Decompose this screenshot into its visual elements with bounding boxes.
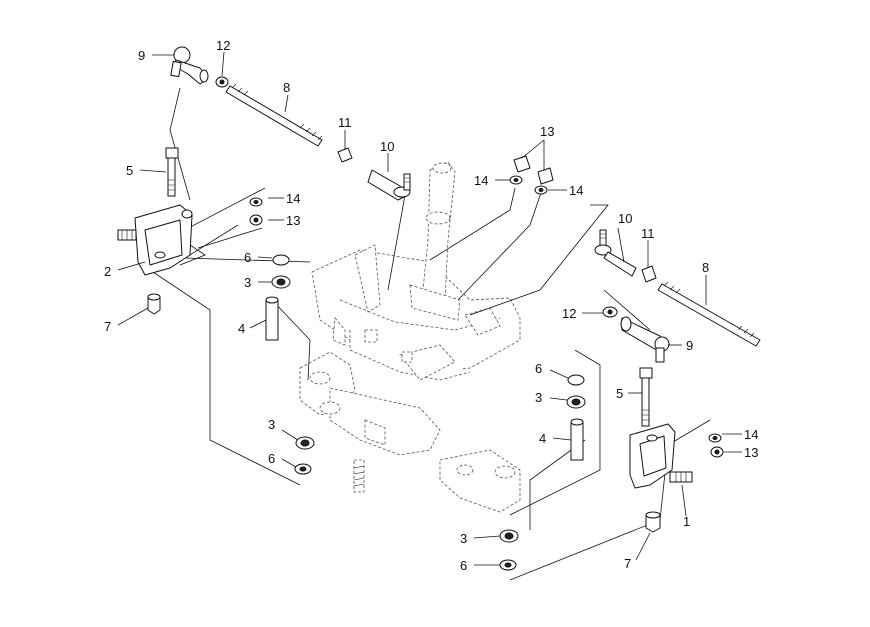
washer-14-left xyxy=(249,197,263,207)
callout-3-left-upper: 3 xyxy=(244,275,251,290)
tie-rod-left xyxy=(170,46,411,201)
callout-8-top-left: 8 xyxy=(283,80,290,95)
lock-nut-11-left xyxy=(337,147,353,163)
arm-bracket-2 xyxy=(117,204,193,276)
callout-2: 2 xyxy=(104,264,111,279)
callout-leaders xyxy=(117,51,742,566)
callout-5-right: 5 xyxy=(616,386,623,401)
lock-nut-11-right xyxy=(641,265,657,283)
callout-4-right: 4 xyxy=(539,431,546,446)
callout-3-left-lower: 3 xyxy=(268,417,275,432)
callout-12-right: 12 xyxy=(562,306,576,321)
callout-11-top-left: 11 xyxy=(338,115,352,130)
washer-6-left-upper xyxy=(272,254,290,266)
callout-8-right: 8 xyxy=(702,260,709,275)
nut-13-center-b xyxy=(537,167,554,185)
callout-labels: 9 12 8 11 10 5 14 13 2 6 3 7 4 3 6 13 14… xyxy=(104,38,758,573)
bearing-3-right-lower xyxy=(499,529,519,543)
tie-rod-right xyxy=(594,229,761,363)
callout-14-left: 14 xyxy=(286,191,300,206)
callout-14-center-right: 14 xyxy=(569,183,583,198)
bearing-3-right-upper xyxy=(566,395,586,409)
bearing-3-left-lower xyxy=(295,436,315,450)
grease-fitting-7-right xyxy=(645,511,661,533)
arm-bracket-1 xyxy=(629,423,693,489)
axle-frame-outline xyxy=(299,161,521,513)
rod-end-10-left xyxy=(367,169,411,201)
rod-end-10-right xyxy=(594,229,637,277)
callout-6-right-lower: 6 xyxy=(460,558,467,573)
washer-6-right-lower xyxy=(499,559,517,571)
steering-arm-left xyxy=(117,147,193,315)
washer-6-left-lower xyxy=(294,463,312,475)
washer-14-right xyxy=(708,433,722,443)
tie-rod-8-right xyxy=(657,281,761,347)
callout-10-right: 10 xyxy=(618,211,632,226)
callout-13-center: 13 xyxy=(540,124,554,139)
callout-3-right-lower: 3 xyxy=(460,531,467,546)
callout-13-left: 13 xyxy=(286,213,300,228)
nut-13-left xyxy=(249,214,263,226)
lock-nut-12-left xyxy=(215,76,229,88)
ball-joint-9-right xyxy=(620,316,670,363)
callout-6-right-upper: 6 xyxy=(535,361,542,376)
callout-9-right: 9 xyxy=(686,338,693,353)
steering-arm-right xyxy=(629,367,693,533)
callout-4-left: 4 xyxy=(238,321,245,336)
callout-13-right: 13 xyxy=(744,445,758,460)
callout-9-top-left: 9 xyxy=(138,48,145,63)
tie-rod-8-left xyxy=(225,83,323,147)
bolt-5-left xyxy=(165,147,179,197)
lock-nut-12-right xyxy=(602,306,618,318)
callout-5-left: 5 xyxy=(126,163,133,178)
bolt-5-right xyxy=(639,367,653,427)
callout-7-left: 7 xyxy=(104,319,111,334)
callout-1: 1 xyxy=(683,514,690,529)
callout-6-left-upper: 6 xyxy=(244,250,251,265)
ball-joint-9-left xyxy=(170,46,209,85)
assembly-guide-lines xyxy=(149,87,711,581)
callout-14-center-left: 14 xyxy=(474,173,488,188)
grease-fitting-7-left xyxy=(147,293,161,315)
nut-13-center-a xyxy=(513,155,531,173)
callout-6-left-lower: 6 xyxy=(268,451,275,466)
callout-12-top-left: 12 xyxy=(216,38,230,53)
bushing-4-left xyxy=(265,296,279,341)
callout-7-right: 7 xyxy=(624,556,631,571)
nut-13-right xyxy=(710,446,724,458)
washer-14-center-b xyxy=(534,185,548,195)
washer-14-center-a xyxy=(509,175,523,185)
washer-6-right-upper xyxy=(567,374,585,386)
bushing-4-right xyxy=(570,418,584,461)
bearing-3-left-upper xyxy=(271,275,291,289)
callout-11-right: 11 xyxy=(641,226,655,241)
callout-10-top-left: 10 xyxy=(380,139,394,154)
callout-14-right: 14 xyxy=(744,427,758,442)
callout-3-right-upper: 3 xyxy=(535,390,542,405)
